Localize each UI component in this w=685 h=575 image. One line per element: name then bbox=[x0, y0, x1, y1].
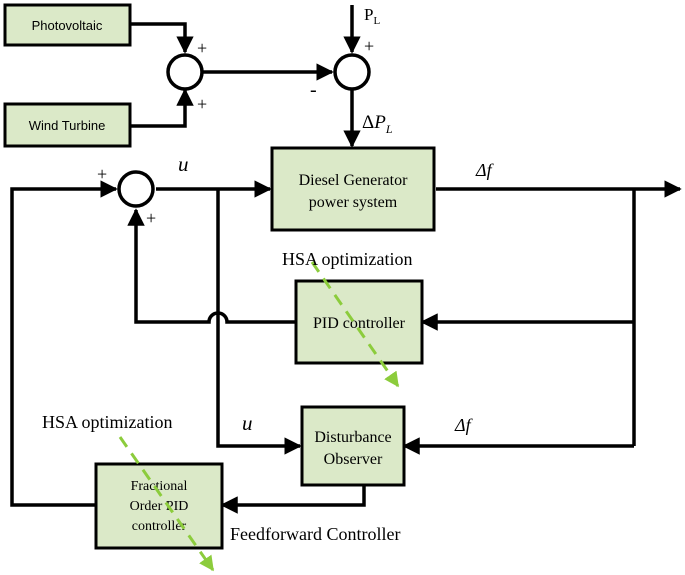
hsa-arrow-fopid bbox=[118, 436, 215, 572]
u-label-bottom: u bbox=[242, 411, 253, 435]
hsa-optimization-label-top: HSA optimization bbox=[282, 249, 413, 269]
fopid-label-line1: Fractional bbox=[131, 479, 188, 494]
pid-controller-block bbox=[294, 279, 424, 365]
photovoltaic-label: Photovoltaic bbox=[32, 18, 103, 33]
disturbance-observer-label-line2: Observer bbox=[324, 451, 383, 468]
sign-plus-ctrl-bottom: + bbox=[146, 208, 156, 228]
hsa-arrow-pid bbox=[310, 261, 400, 388]
wind-turbine-block bbox=[3, 102, 132, 148]
sign-plus-pv: + bbox=[197, 38, 207, 58]
disturbance-observer-block bbox=[300, 405, 406, 487]
wire-observer-to-fopid bbox=[220, 485, 366, 514]
feedforward-controller-label: Feedforward Controller bbox=[230, 524, 400, 544]
diesel-generator-label-line1: Diesel Generator bbox=[299, 172, 409, 189]
delta-pl-label: ΔPL bbox=[362, 112, 393, 136]
pid-controller-label: PID controller bbox=[313, 315, 406, 332]
sum-junction-load bbox=[333, 53, 371, 91]
sign-plus-pl: + bbox=[364, 36, 374, 56]
wire-fopid-to-sum bbox=[10, 180, 118, 507]
sum-junction-renewable bbox=[166, 53, 204, 91]
fopid-label-line3: controller bbox=[132, 519, 187, 534]
wire-pv-to-sum bbox=[130, 22, 194, 54]
fopid-label-line2: Order PID bbox=[130, 499, 189, 514]
u-label-top: u bbox=[178, 152, 189, 176]
fopid-controller-block bbox=[94, 462, 224, 550]
wire-wind-to-sum bbox=[130, 88, 194, 128]
sign-plus-wind: + bbox=[197, 94, 207, 114]
disturbance-observer-label-line1: Disturbance bbox=[314, 429, 391, 446]
sign-minus-res: - bbox=[310, 79, 317, 101]
wind-turbine-label: Wind Turbine bbox=[29, 118, 106, 133]
wire-u-to-observer bbox=[216, 189, 302, 455]
photovoltaic-block bbox=[3, 3, 132, 47]
diesel-generator-label-line2: power system bbox=[309, 194, 398, 211]
pl-label: PL bbox=[364, 5, 380, 27]
sum-junction-control bbox=[117, 170, 155, 208]
delta-f-label-bottom: Δf bbox=[454, 415, 474, 435]
sign-plus-ctrl-left: + bbox=[97, 164, 107, 184]
hsa-optimization-label-bottom: HSA optimization bbox=[42, 412, 173, 432]
delta-f-label-top: Δf bbox=[475, 160, 495, 180]
diesel-generator-block bbox=[270, 146, 436, 232]
